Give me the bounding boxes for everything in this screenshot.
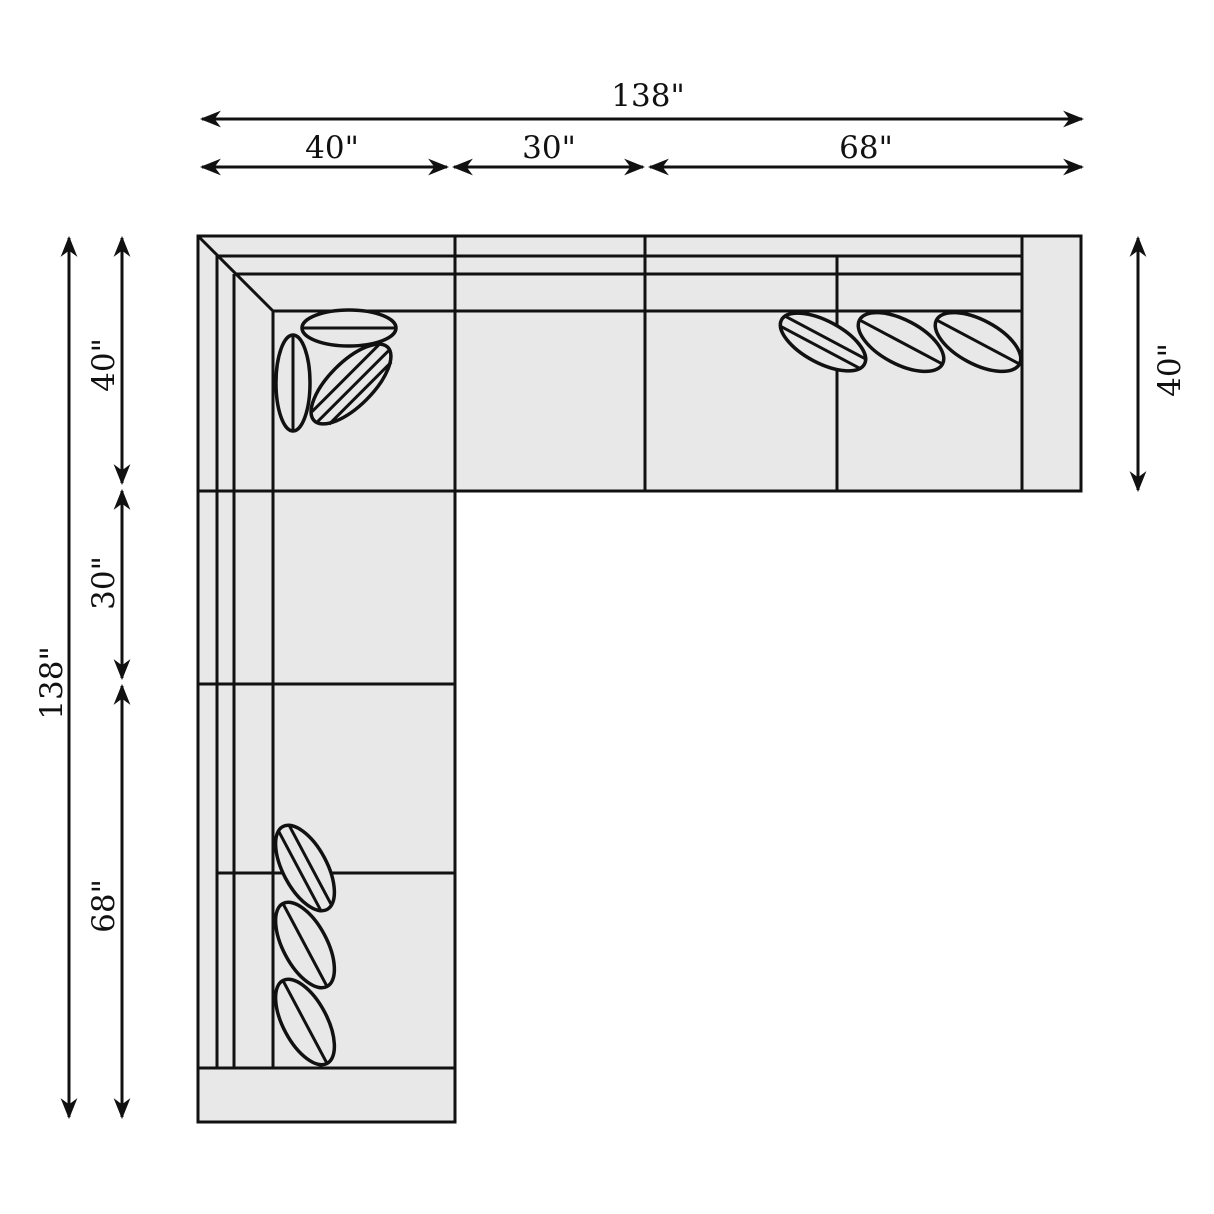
sectional-sofa — [196, 234, 1083, 1124]
dimension-label: 30" — [522, 130, 576, 166]
top-dimensions: 138" 40" 30" 68" — [199, 78, 1085, 176]
dimension-label: 138" — [34, 646, 70, 719]
pillow — [933, 310, 1023, 374]
left-pillows — [273, 823, 337, 1067]
pillow — [273, 823, 337, 913]
top-pillows — [778, 310, 1023, 374]
dimension-label: 138" — [611, 78, 684, 114]
dimension-label: 40" — [305, 130, 359, 166]
pillow — [274, 333, 312, 433]
dimension-label: 40" — [86, 338, 122, 392]
dimension-label: 68" — [86, 879, 122, 933]
corner-diagonal — [196, 234, 275, 313]
dimension-label: 30" — [86, 556, 122, 610]
corner-pillows — [274, 308, 398, 433]
right-dimensions: 40" — [1129, 235, 1188, 493]
dimension-label: 40" — [1152, 343, 1188, 397]
pillow — [273, 900, 337, 990]
pillow — [300, 308, 398, 348]
pillow — [856, 310, 946, 374]
left-dimensions: 138" 40" 30" 68" — [34, 235, 131, 1120]
sofa-outline — [196, 234, 1083, 1124]
pillow — [273, 977, 337, 1067]
pillow — [309, 342, 393, 426]
dimension-label: 68" — [839, 130, 893, 166]
pillow — [778, 311, 868, 373]
